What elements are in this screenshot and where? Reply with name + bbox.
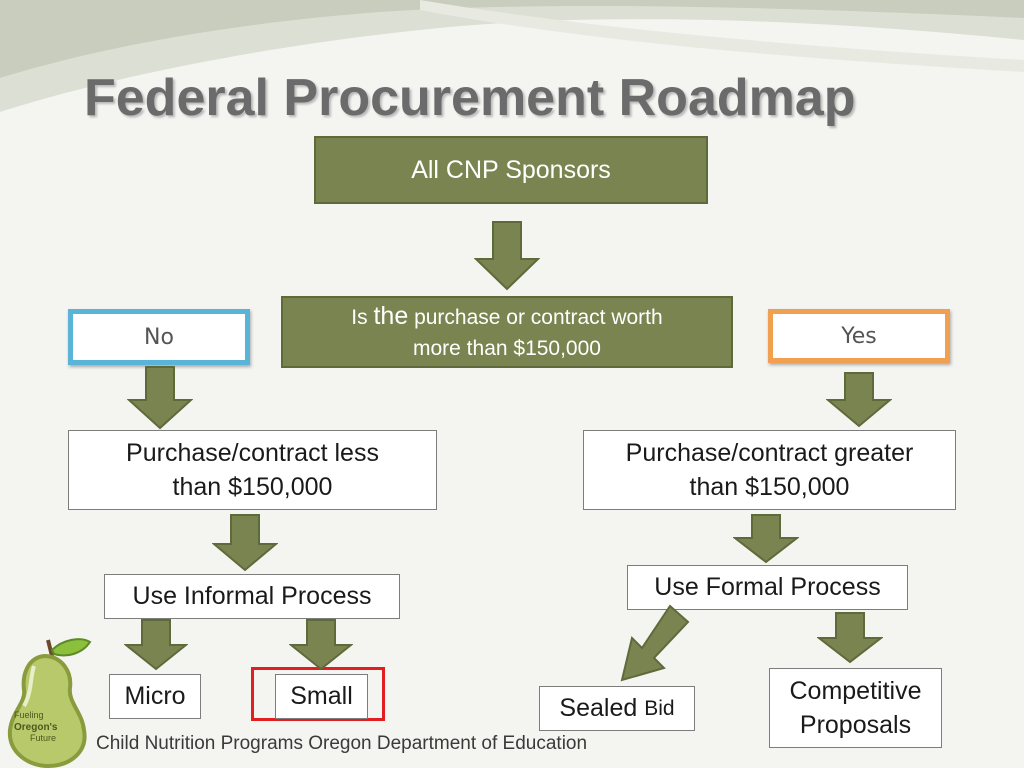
yes-label: Yes xyxy=(841,323,877,349)
footer-text: Child Nutrition Programs Oregon Departme… xyxy=(96,733,588,754)
logo-line-3: Future xyxy=(30,733,56,743)
logo-line-1: Fueling xyxy=(14,710,44,720)
sealed-label: Sealed xyxy=(559,694,645,722)
page-title: Federal Procurement Roadmap xyxy=(84,69,856,127)
question-line-2: more than $150,000 xyxy=(413,336,601,360)
greater-line-2: than $150,000 xyxy=(689,473,850,501)
less-line-2: than $150,000 xyxy=(172,473,333,501)
pear-logo-icon: Fueling Oregon's Future xyxy=(7,638,92,768)
arrow-down-icon xyxy=(212,514,278,572)
question-box: Is the purchase or contract worth more t… xyxy=(281,296,733,368)
question-text-the: the xyxy=(373,301,409,330)
arrow-down-icon xyxy=(127,366,193,430)
micro-box: Micro xyxy=(109,674,201,719)
arrow-down-icon xyxy=(733,514,799,564)
less-line-1: Purchase/contract less xyxy=(126,439,379,467)
bid-label: Bid xyxy=(644,696,675,720)
sealed-bid-box: Sealed Bid xyxy=(539,686,695,731)
arrow-down-icon xyxy=(817,612,883,664)
informal-box: Use Informal Process xyxy=(104,574,400,619)
sponsors-box: All CNP Sponsors xyxy=(314,136,708,204)
small-box: Small xyxy=(275,674,368,719)
no-box: No xyxy=(68,309,250,365)
informal-label: Use Informal Process xyxy=(132,582,372,610)
sponsors-label: All CNP Sponsors xyxy=(411,155,611,184)
arrow-down-icon xyxy=(826,372,892,428)
small-label: Small xyxy=(290,682,353,710)
question-text-is: Is xyxy=(351,305,374,329)
small-highlight xyxy=(251,667,385,721)
competitive-line-2: Proposals xyxy=(799,711,912,739)
arrow-down-icon xyxy=(289,619,353,671)
formal-box: Use Formal Process xyxy=(627,565,908,610)
less-box: Purchase/contract less than $150,000 xyxy=(68,430,437,510)
question-text-rest: purchase or contract worth xyxy=(408,305,663,329)
formal-label: Use Formal Process xyxy=(654,573,881,601)
greater-line-1: Purchase/contract greater xyxy=(625,439,914,467)
greater-box: Purchase/contract greater than $150,000 xyxy=(583,430,956,510)
yes-box: Yes xyxy=(768,309,950,363)
competitive-line-1: Competitive xyxy=(789,677,922,705)
logo-line-2: Oregon's xyxy=(14,722,58,733)
arrow-diagonal-icon xyxy=(620,604,690,682)
arrow-down-icon xyxy=(474,221,540,291)
micro-label: Micro xyxy=(124,682,186,710)
no-label: No xyxy=(144,324,174,350)
competitive-box: Competitive Proposals xyxy=(769,668,942,748)
arrow-down-icon xyxy=(124,619,188,671)
question-line-1: Is the purchase or contract worth xyxy=(351,301,662,333)
